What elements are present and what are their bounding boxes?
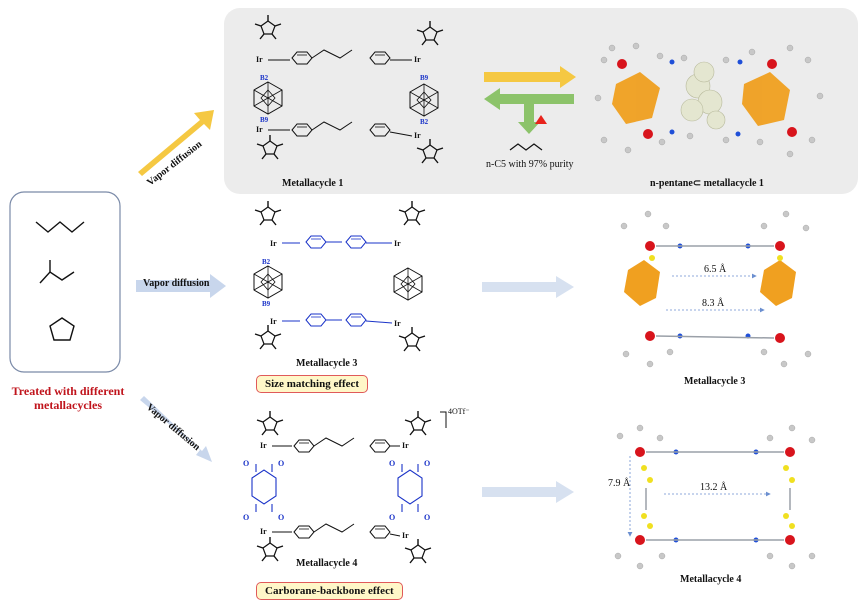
metallacycle4-crystal-name: Metallacycle 4: [680, 574, 741, 585]
m1-ir-br: Ir: [414, 131, 421, 140]
solvent-caption: Treated with different metallacycles: [0, 384, 136, 412]
m3-ir-tr: Ir: [394, 239, 401, 248]
m1-ir-bl: Ir: [256, 125, 263, 134]
vapor-diffusion-label-2: Vapor diffusion: [143, 278, 210, 289]
carborane-backbone-badge: Carborane-backbone effect: [256, 582, 403, 600]
m4-o-4: O: [278, 513, 284, 522]
heat-triangle-icon: [535, 115, 547, 124]
m3-ir-tl: Ir: [270, 239, 277, 248]
host-guest-crystal: n-pentane⊂ metallacycle 1: [594, 42, 824, 189]
vapor-arrow-blue-mid: [136, 274, 226, 298]
m4-distance-1: 7.9 Å: [608, 477, 631, 489]
m1-b2-left: B2: [260, 74, 269, 82]
vapor-diffusion-label-3: Vapor diffusion: [144, 402, 202, 453]
solvent-caption-line2: metallacycles: [34, 398, 102, 412]
m1-ir-tl: Ir: [256, 55, 263, 64]
m3-distance-2: 8.3 Å: [702, 297, 725, 309]
m3-distance-1: 6.5 Å: [704, 263, 727, 275]
metallacycle4-name: Metallacycle 4: [296, 558, 357, 569]
m4-o-3: O: [243, 513, 249, 522]
size-matching-badge: Size matching effect: [256, 375, 369, 393]
m4-ir-tr: Ir: [402, 441, 409, 450]
m4-o-5: O: [389, 459, 395, 468]
adsorb-arrow: [484, 66, 576, 88]
metallacycle3-crystal: 6.5 Å 8.3 Å Metallacycle 3: [620, 210, 812, 387]
m4-o-8: O: [424, 513, 430, 522]
isopentane-structure: [39, 260, 75, 284]
m3-b2-left: B2: [262, 258, 271, 266]
metallacycle4-crystal: 7.9 Å 13.2 Å Metallacycle 4: [608, 424, 816, 585]
released-pentane-icon: [509, 143, 543, 151]
m1-ir-tr: Ir: [414, 55, 421, 64]
host-guest-label: n-pentane⊂ metallacycle 1: [650, 178, 764, 189]
m4-o-7: O: [389, 513, 395, 522]
m4-ir-bl: Ir: [260, 527, 267, 536]
m3-ir-bl: Ir: [270, 317, 277, 326]
metallacycle1-structure: Ir Ir Ir Ir B2 B9 B9 B2 Metallacycle 1: [253, 14, 444, 189]
m4-distance-2: 13.2 Å: [700, 481, 728, 493]
metallacycle1-name: Metallacycle 1: [282, 178, 343, 189]
m1-b9-left: B9: [260, 116, 269, 124]
m4-o-2: O: [278, 459, 284, 468]
release-caption: n-C5 with 97% purity: [486, 159, 574, 170]
mid-transfer-arrow: [482, 276, 574, 298]
solvent-caption-line1: Treated with different: [11, 384, 125, 398]
m1-b2-right: B2: [420, 118, 429, 126]
m4-ir-tl: Ir: [260, 441, 267, 450]
metallacycle3-structure: Ir Ir Ir Ir B2 B9 Metallacycle 3: [253, 200, 426, 369]
vapor-arrow-blue-low: [140, 396, 212, 462]
solvent-panel: [9, 191, 121, 373]
bottom-transfer-arrow: [482, 481, 574, 503]
metallacycle3-crystal-name: Metallacycle 3: [684, 376, 745, 387]
m1-b9-right: B9: [420, 74, 429, 82]
n-pentane-structure: [35, 221, 85, 233]
vapor-arrow-yellow: [138, 110, 214, 176]
m4-o-6: O: [424, 459, 430, 468]
release-arrow: [484, 88, 574, 134]
cyclopentane-structure: [49, 317, 75, 341]
m4-o-1: O: [243, 459, 249, 468]
m4-ir-br: Ir: [402, 531, 409, 540]
m3-ir-br: Ir: [394, 319, 401, 328]
metallacycle4-structure: Ir Ir Ir Ir O O O O: [243, 407, 470, 569]
metallacycle3-name: Metallacycle 3: [296, 358, 357, 369]
m4-counterion: 4OTf⁻: [448, 407, 470, 416]
m3-b9-left: B9: [262, 300, 271, 308]
